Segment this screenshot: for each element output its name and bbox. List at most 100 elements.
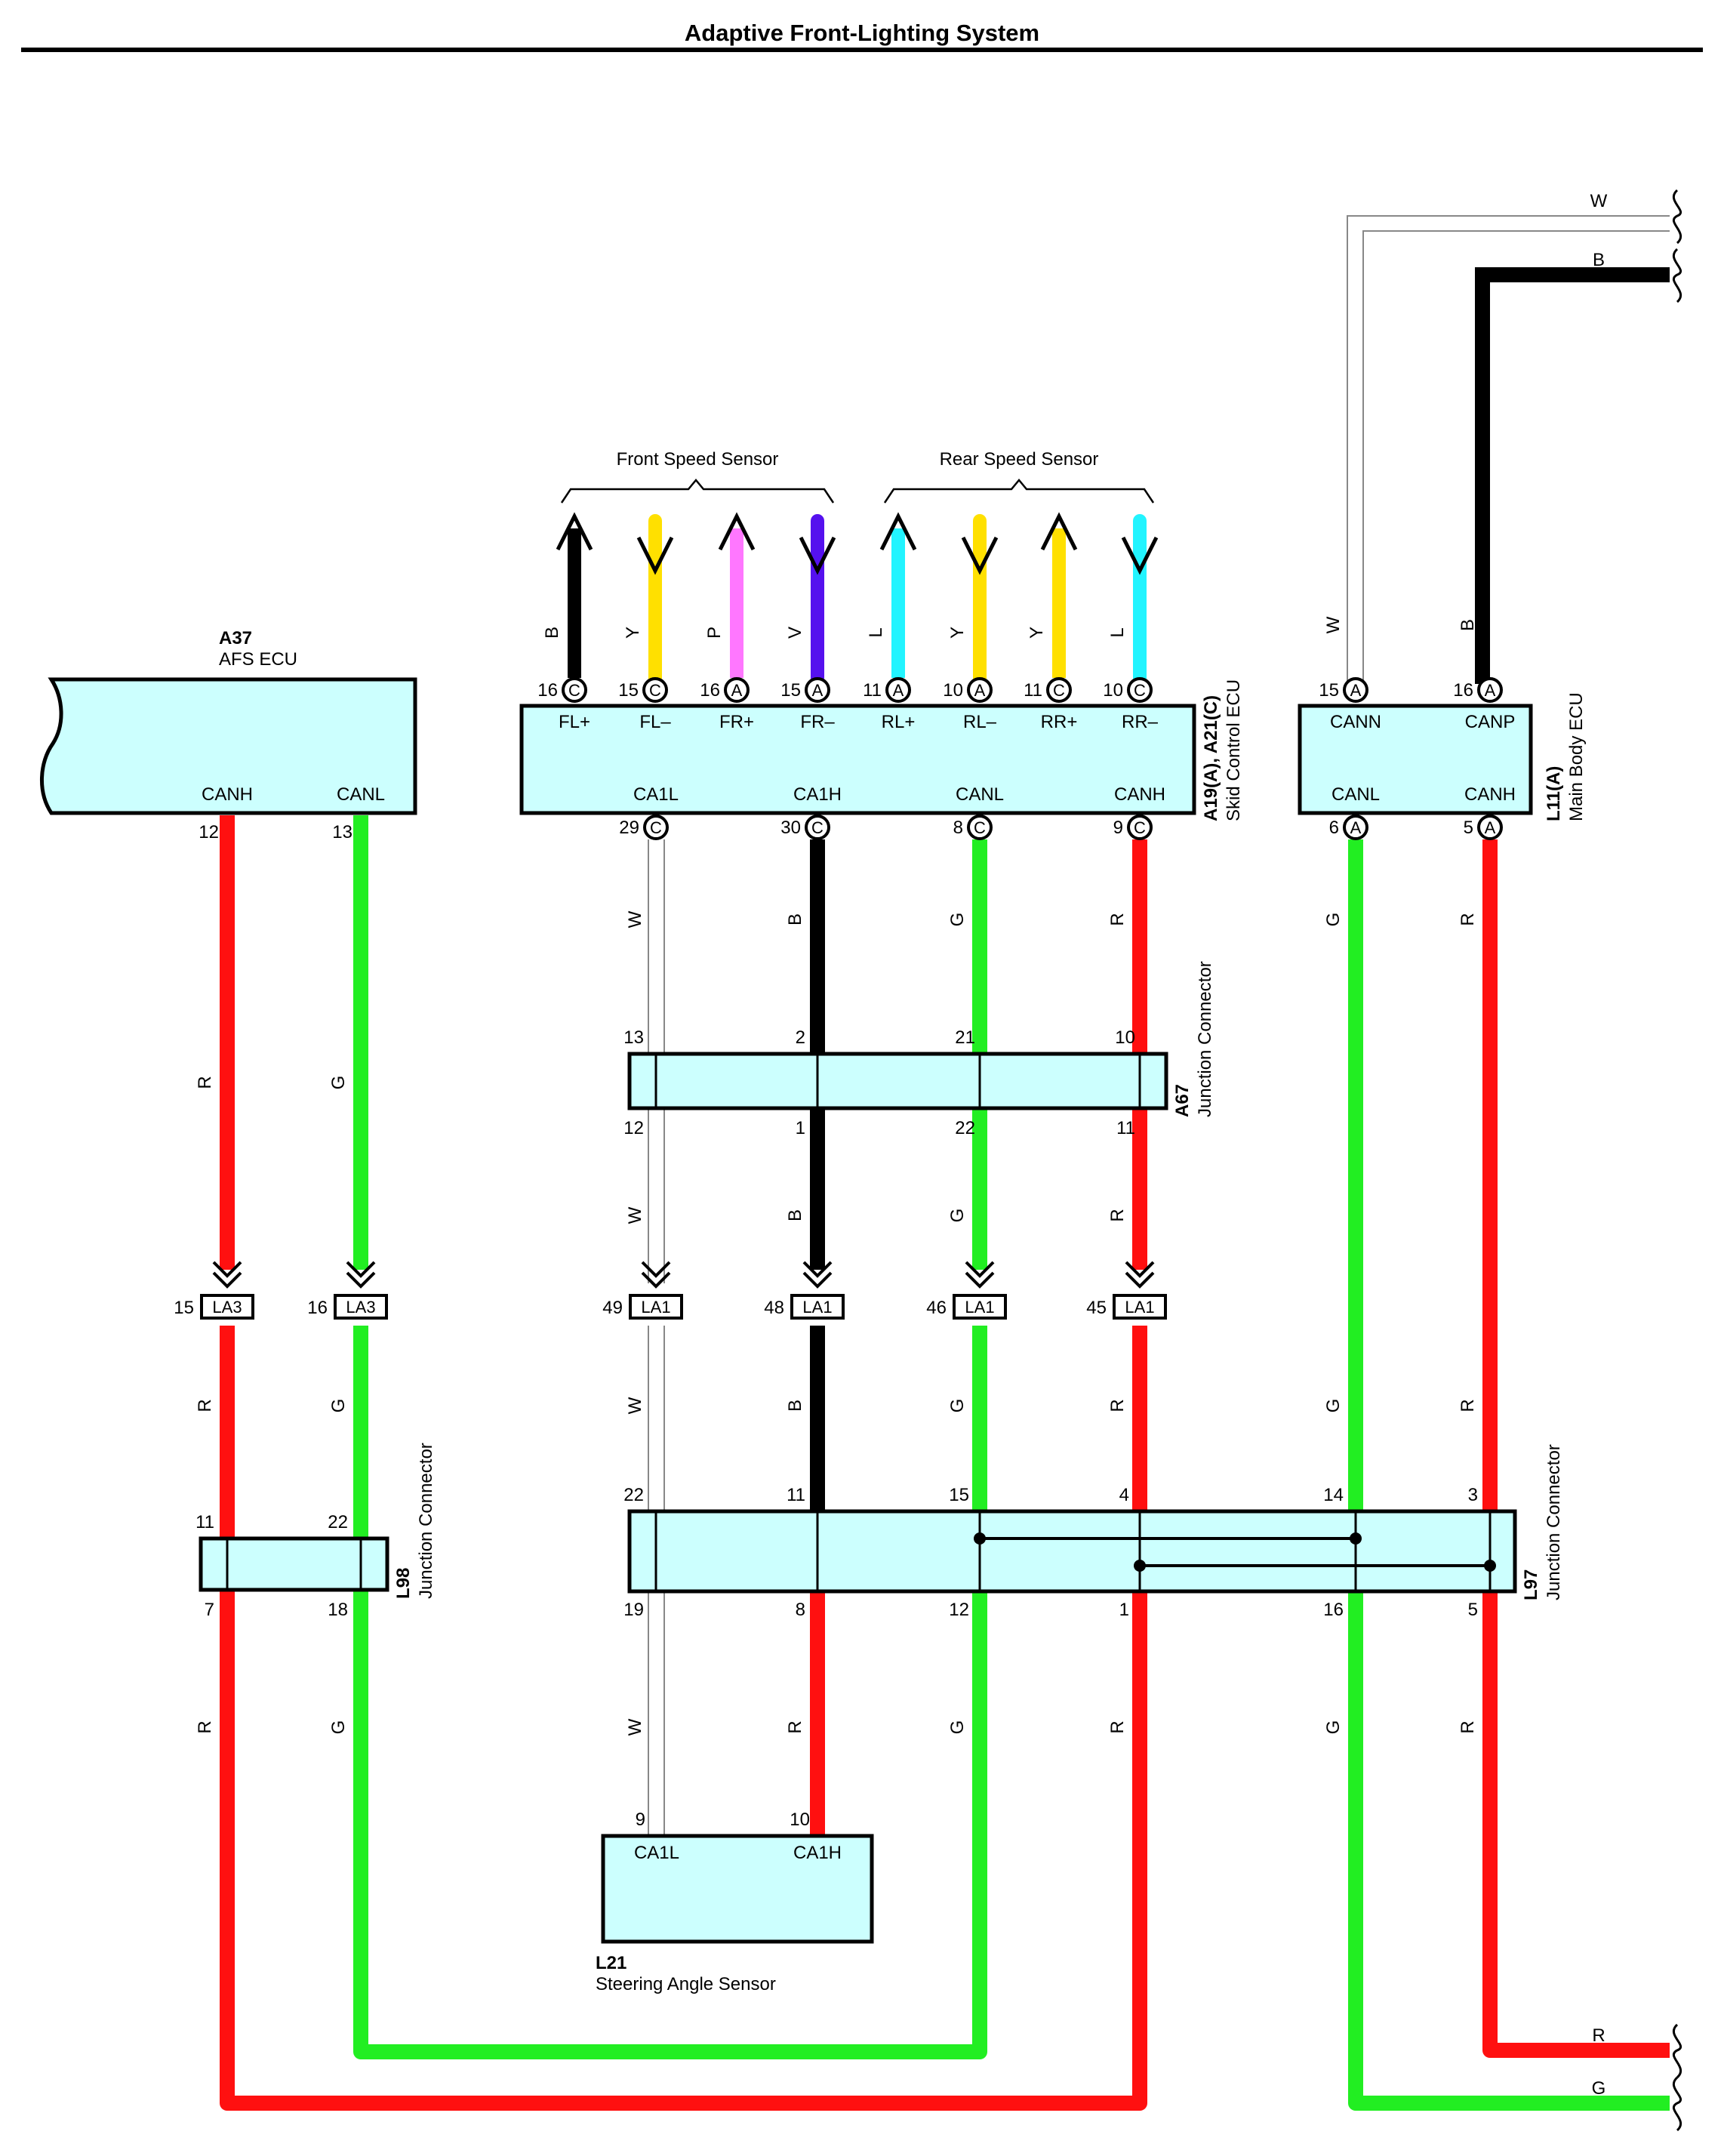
pin-number: 30 <box>780 818 801 838</box>
main-body-ecu-body <box>1298 704 1533 815</box>
offpage-connector: W <box>1590 189 1682 245</box>
inline-connector: LA3 16 <box>307 1261 388 1320</box>
connector-pin-circle <box>1127 677 1153 703</box>
wire-color-label: Y <box>623 627 643 639</box>
connector-pin-circle <box>1127 815 1153 840</box>
connector-pin-circle <box>1343 677 1368 703</box>
arrow-up-icon <box>879 512 917 551</box>
skid-ecu-code: A19(A), A21(C) <box>1201 695 1221 821</box>
connector-id: A <box>974 681 986 700</box>
wire-color-label: P <box>704 627 725 639</box>
offpage-connector: R <box>1592 2023 1682 2079</box>
pin-number: 6 <box>1329 818 1339 838</box>
afs-ecu: A37 AFS ECU CANH CANL 12 13 <box>39 628 417 842</box>
skid-ecu-body <box>519 704 1196 815</box>
connector-pin-circle <box>805 815 830 840</box>
connector-pin-circle <box>1477 815 1503 840</box>
wavy-break-icon <box>1672 2023 1682 2079</box>
inline-connector-box <box>790 1294 845 1320</box>
skid-terminal-label: CA1L <box>633 784 679 805</box>
pin-number: 11 <box>1024 680 1042 701</box>
connector-id: C <box>650 818 662 837</box>
connector-id: A <box>893 681 904 700</box>
inline-connector-pin: 16 <box>307 1298 328 1318</box>
wire-b-mainbody <box>1475 267 1670 684</box>
wire-color-label: R <box>1458 1720 1478 1733</box>
connector-id: C <box>1134 681 1146 700</box>
junction-pin-number: 19 <box>623 1600 644 1620</box>
connector-pin-circle <box>643 815 669 840</box>
wire-color-label: W <box>625 1718 645 1736</box>
connector-pin-circle <box>724 677 750 703</box>
wire-color-label: G <box>947 1209 968 1223</box>
connector-id: C <box>974 818 986 837</box>
junction-pin-number: 11 <box>1116 1118 1135 1138</box>
afs-ecu-body <box>39 677 417 815</box>
junction-pin-number: 11 <box>787 1485 805 1505</box>
offpage-connector: B <box>1593 248 1682 303</box>
arrow-down-icon <box>1121 536 1159 575</box>
inline-connector-box <box>629 1294 683 1320</box>
junction-pin-number: 10 <box>1115 1027 1135 1048</box>
connector-id: A <box>1350 818 1362 837</box>
junction-pin-number: 22 <box>623 1485 644 1505</box>
junction-pin-number: 18 <box>328 1600 348 1620</box>
a67-name: Junction Connector <box>1195 961 1215 1117</box>
wire-color-label: W <box>625 1206 645 1224</box>
wire-color-label: B <box>542 627 562 639</box>
wire-color-label: G <box>1323 1399 1344 1413</box>
wavy-break-icon <box>1672 189 1682 245</box>
inline-connector-pin: 48 <box>764 1298 784 1318</box>
connector-id: A <box>812 681 824 700</box>
inline-connector-code: LA1 <box>965 1298 994 1317</box>
wire-r-bottom-loop <box>220 1590 1147 2111</box>
rear-sensor-brace <box>883 479 1155 504</box>
pin-number: 15 <box>780 680 801 701</box>
afs-terminal-canh: CANH <box>202 784 253 805</box>
pin-number: 10 <box>1103 680 1123 701</box>
pin-number: 15 <box>618 680 639 701</box>
wire-layer <box>220 215 1670 2111</box>
connector-pin-circle <box>805 677 830 703</box>
l97-splice-dot <box>974 1532 986 1545</box>
arrow-up-icon <box>718 512 756 551</box>
a67-body <box>627 1052 1168 1110</box>
connector-pin-circle <box>1477 677 1503 703</box>
inline-connector-box <box>334 1294 388 1320</box>
afs-ecu-code: A37 <box>219 628 252 648</box>
inline-connector-code: LA1 <box>1125 1298 1154 1317</box>
wire-color-label: B <box>785 1400 805 1412</box>
wire-color-label: Y <box>947 627 968 639</box>
arrow-down-icon <box>961 536 999 575</box>
junction-pin-number: 22 <box>328 1512 348 1532</box>
junction-pin-number: 13 <box>623 1027 644 1048</box>
junction-l97: L97 Junction Connector <box>627 1444 1564 1600</box>
mb-ecu-name: Main Body ECU <box>1566 692 1587 821</box>
double-chevron-icon <box>802 1271 833 1289</box>
inline-connector-box <box>953 1294 1007 1320</box>
pin-number: 8 <box>953 818 963 838</box>
wire-color-label: R <box>195 1720 215 1733</box>
a67-code: A67 <box>1172 1084 1193 1117</box>
connector-pin-circle <box>967 677 993 703</box>
wire-color-label: R <box>1107 913 1128 926</box>
pin-number: 16 <box>537 680 558 701</box>
l98-code: L98 <box>393 1568 414 1599</box>
junction-pin-number: 15 <box>949 1485 969 1505</box>
wire-color-label: G <box>947 1720 968 1735</box>
junction-pin-number: 16 <box>1323 1600 1344 1620</box>
connector-id: C <box>1134 818 1146 837</box>
l97-code: L97 <box>1521 1569 1541 1600</box>
mb-terminal-canl: CANL <box>1331 784 1380 805</box>
inline-connector-code: LA3 <box>346 1298 375 1317</box>
